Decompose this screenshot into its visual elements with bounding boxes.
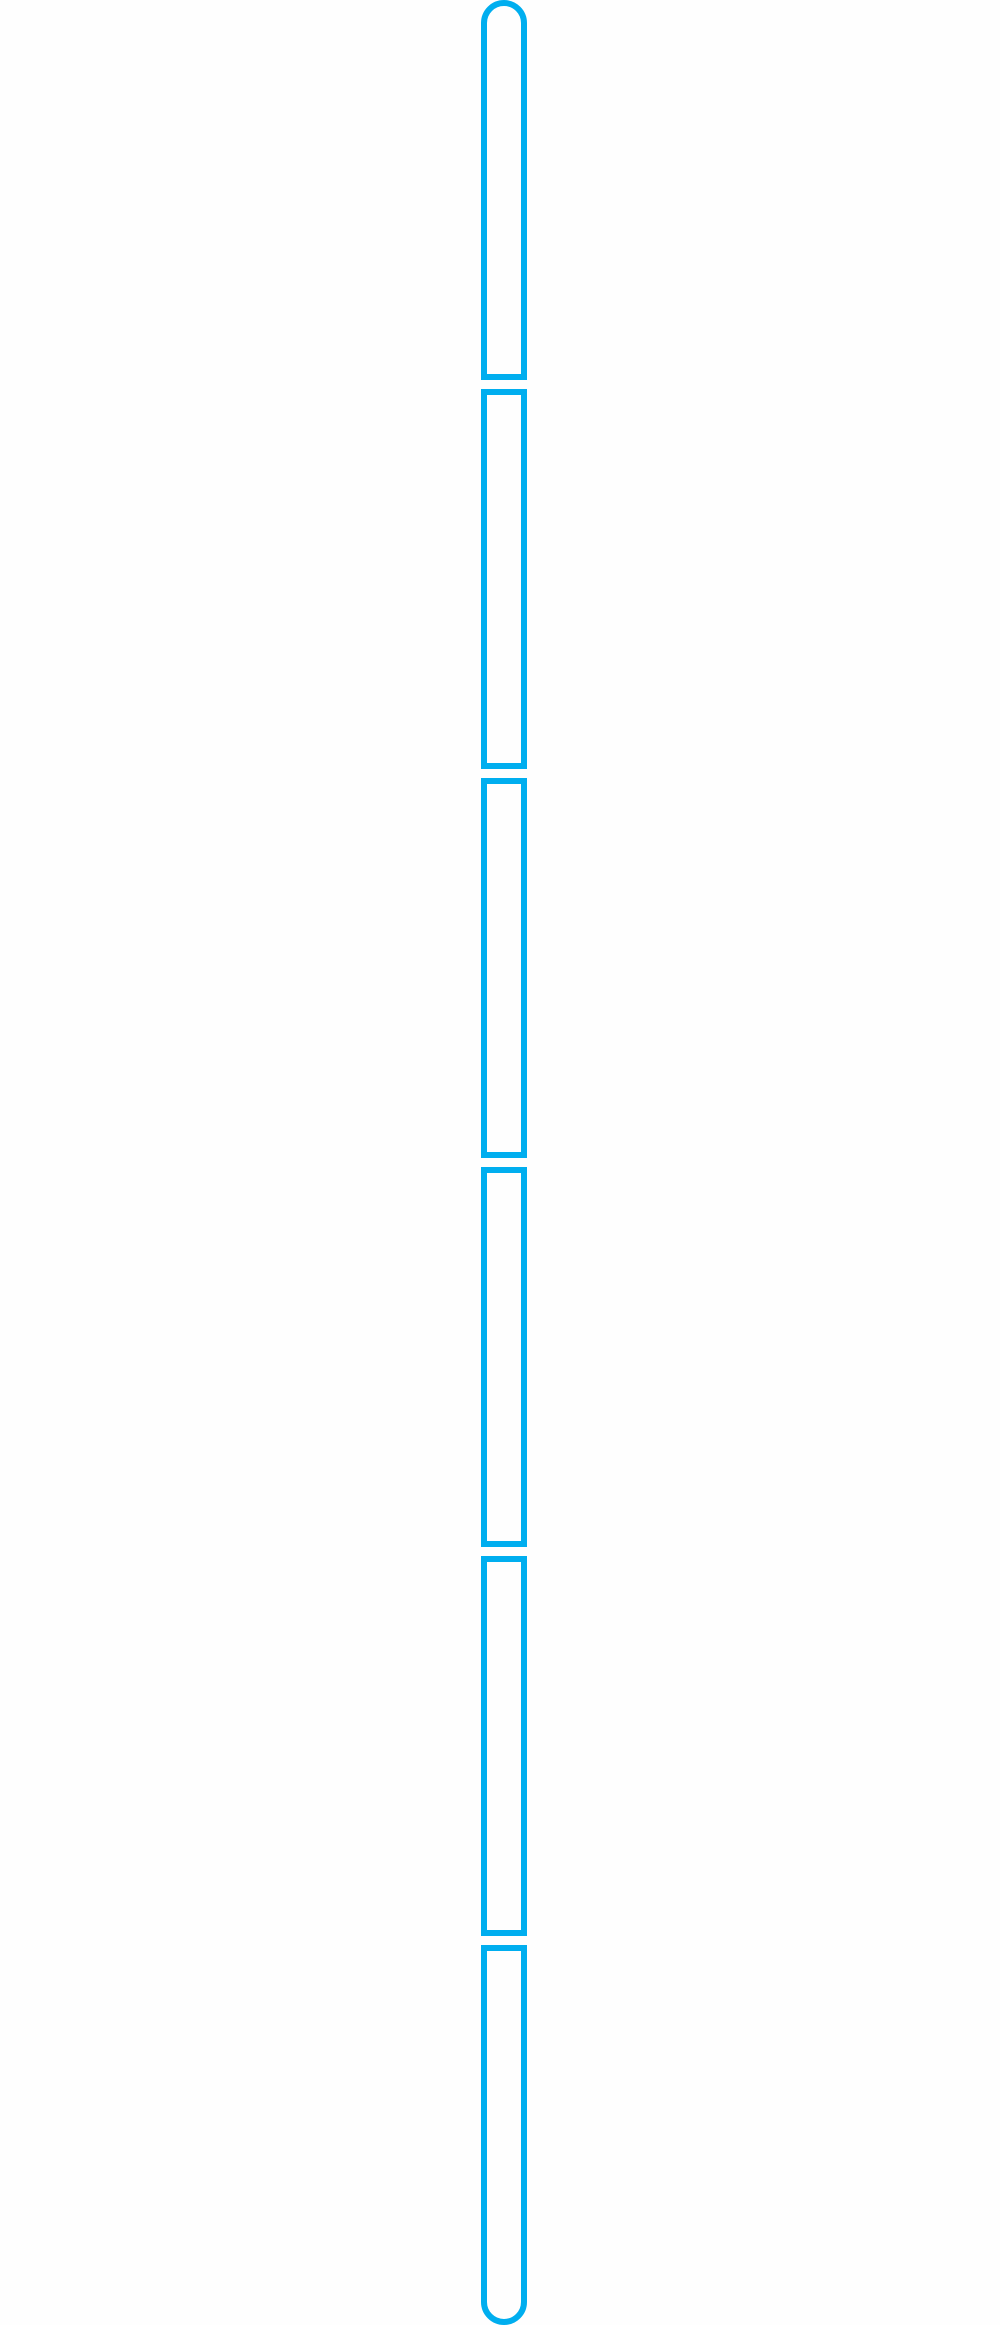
indicator-segment	[481, 0, 527, 380]
indicator-segment	[481, 1945, 527, 2325]
indicator-segment	[481, 1556, 527, 1936]
indicator-segment	[481, 389, 527, 769]
indicator-segment	[481, 1167, 527, 1547]
indicator-segment	[481, 778, 527, 1158]
segmented-indicator	[481, 0, 527, 2325]
